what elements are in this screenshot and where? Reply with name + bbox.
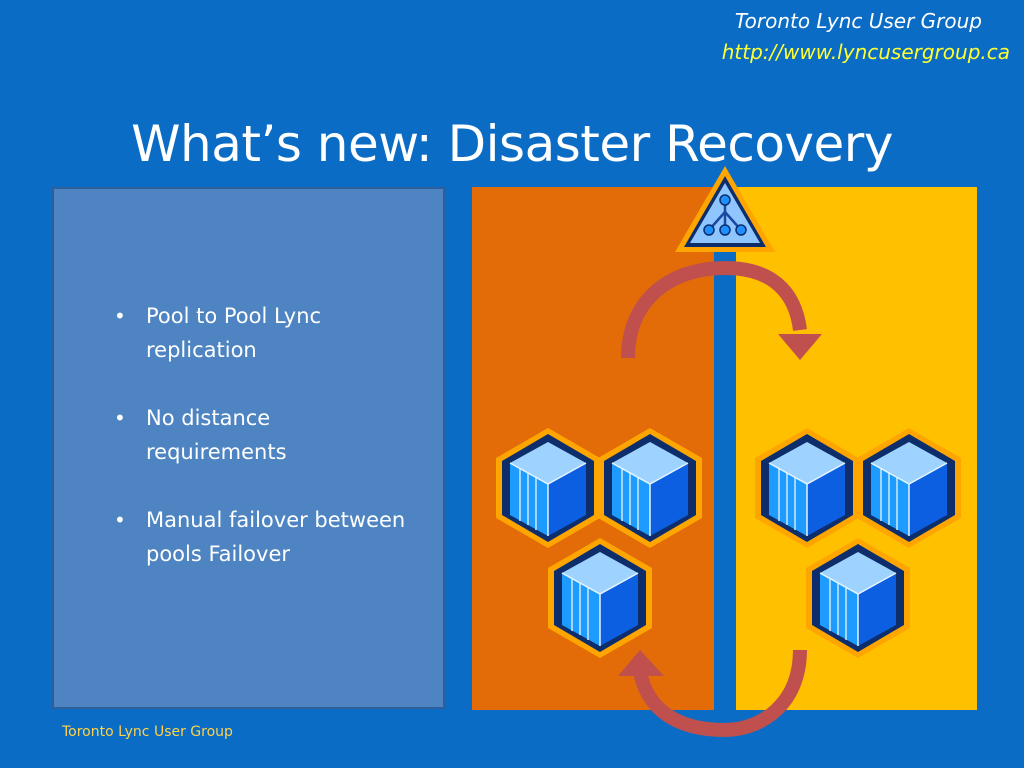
bullet-text-line: requirements bbox=[146, 440, 287, 464]
site-divider bbox=[714, 240, 736, 720]
bullet-item-distance: • No distance requirements bbox=[112, 401, 442, 469]
slide-title: What’s new: Disaster Recovery bbox=[131, 115, 893, 173]
bullet-text-panel: • Pool to Pool Lync replication • No dis… bbox=[52, 187, 445, 709]
bullet-text-line: replication bbox=[146, 338, 257, 362]
bullet-list: • Pool to Pool Lync replication • No dis… bbox=[112, 299, 442, 605]
bullet-dot-icon: • bbox=[114, 304, 126, 328]
replication-arrow-top bbox=[621, 260, 822, 360]
header-org-name: Toronto Lync User Group bbox=[734, 9, 982, 33]
bullet-item-replication: • Pool to Pool Lync replication bbox=[112, 299, 442, 367]
bullet-text-line: Manual failover between bbox=[146, 508, 406, 532]
bullet-dot-icon: • bbox=[114, 508, 126, 532]
bullet-text-line: pools Failover bbox=[146, 542, 290, 566]
replication-arrow-bottom bbox=[618, 649, 807, 738]
bullet-text-line: No distance bbox=[146, 406, 271, 430]
bullet-dot-icon: • bbox=[114, 406, 126, 430]
topology-warning-icon bbox=[675, 166, 775, 252]
bullet-text-line: Pool to Pool Lync bbox=[146, 304, 322, 328]
footer-org-name: Toronto Lync User Group bbox=[62, 724, 233, 740]
bullet-item-failover: • Manual failover between pools Failover bbox=[112, 503, 442, 571]
header-url-link[interactable]: http://www.lyncusergroup.ca bbox=[721, 40, 1010, 64]
